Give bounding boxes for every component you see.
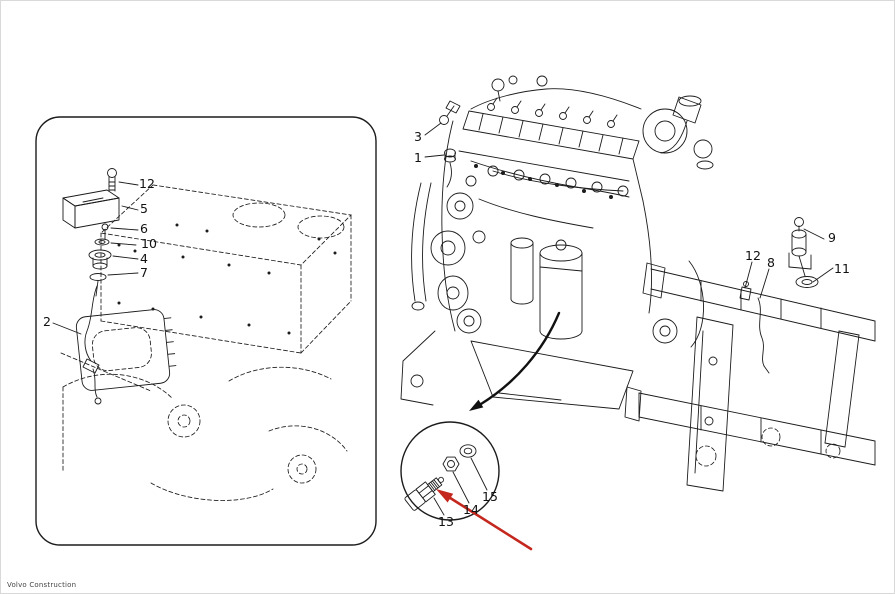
callout-engine-8: 8 bbox=[767, 254, 775, 270]
callout-detail-13: 13 bbox=[438, 513, 454, 529]
callout-inset-5: 5 bbox=[140, 200, 148, 216]
callout-engine-9: 9 bbox=[828, 229, 836, 245]
engine-leader-lines bbox=[424, 122, 834, 299]
engine-drawing bbox=[400, 75, 714, 410]
callout-engine-1: 1 bbox=[414, 149, 422, 165]
callout-engine-12: 12 bbox=[745, 247, 761, 263]
inset-frame bbox=[35, 116, 377, 546]
black-arrow bbox=[469, 311, 561, 411]
red-arrow-shaft bbox=[449, 496, 533, 551]
inset-leader-lines bbox=[52, 181, 139, 335]
inset-parts-drawing bbox=[62, 168, 177, 405]
callout-engine-11: 11 bbox=[834, 260, 850, 276]
nut-drawing bbox=[442, 456, 460, 472]
callout-detail-14: 14 bbox=[463, 501, 479, 517]
callout-inset-2: 2 bbox=[43, 313, 51, 329]
callout-inset-4: 4 bbox=[140, 250, 148, 266]
callout-inset-7: 7 bbox=[140, 264, 148, 280]
red-arrow bbox=[436, 489, 533, 551]
watermark-text: Volvo Construction bbox=[7, 581, 77, 589]
right-sensor-parts-drawing bbox=[739, 217, 819, 374]
callout-inset-10: 10 bbox=[141, 235, 157, 251]
washer-drawing bbox=[459, 444, 477, 458]
pressure-sensor-drawing bbox=[404, 476, 444, 511]
callout-inset-6: 6 bbox=[140, 220, 148, 236]
chassis-drawing bbox=[624, 262, 876, 492]
callout-inset-12: 12 bbox=[139, 175, 155, 191]
detail-circle bbox=[400, 421, 500, 521]
callout-detail-15: 15 bbox=[482, 488, 498, 504]
callout-engine-3: 3 bbox=[414, 128, 422, 144]
inset-machine-drawing bbox=[60, 184, 352, 501]
red-arrow-head bbox=[436, 489, 454, 503]
